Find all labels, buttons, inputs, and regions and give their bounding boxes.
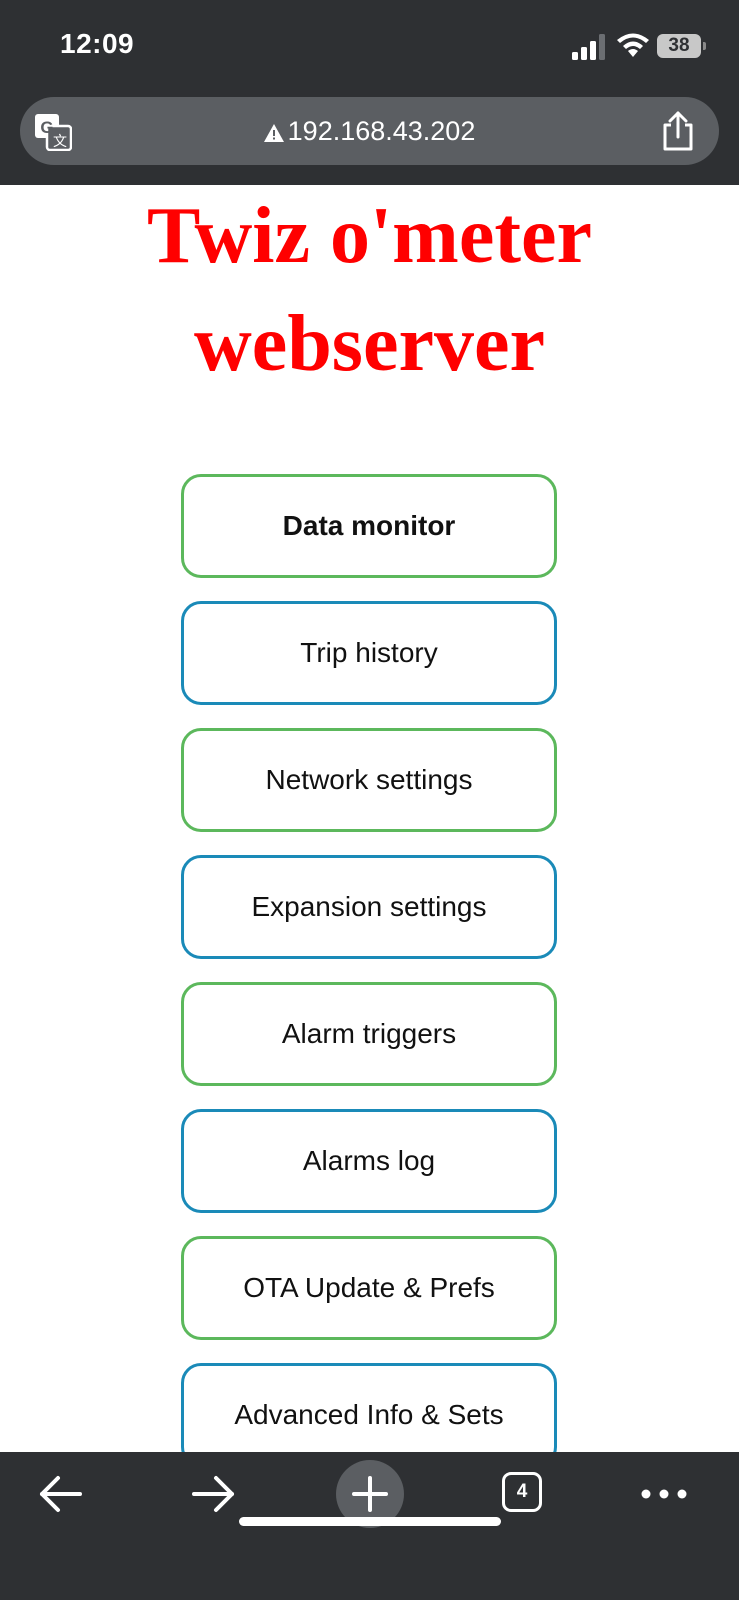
- browser-chrome: G 文 192.168.43.202: [0, 88, 739, 185]
- alarm-triggers-button[interactable]: Alarm triggers: [181, 982, 557, 1086]
- battery-icon: 38: [657, 34, 701, 58]
- url-label: 192.168.43.202: [287, 116, 476, 146]
- more-icon[interactable]: [640, 1482, 688, 1506]
- signal-icon: [572, 34, 605, 60]
- translate-icon[interactable]: G 文: [34, 113, 72, 151]
- status-bar: 12:09 38: [0, 0, 739, 88]
- battery-nub: [703, 42, 706, 50]
- url-text[interactable]: 192.168.43.202: [20, 97, 719, 165]
- plus-icon: [352, 1476, 388, 1512]
- share-icon[interactable]: [660, 111, 696, 151]
- tabs-icon[interactable]: 4: [502, 1472, 542, 1512]
- ota-update-button[interactable]: OTA Update & Prefs: [181, 1236, 557, 1340]
- home-indicator: [239, 1517, 501, 1526]
- status-time: 12:09: [60, 28, 135, 59]
- new-tab-button[interactable]: [336, 1460, 404, 1528]
- trip-history-button[interactable]: Trip history: [181, 601, 557, 705]
- back-arrow-icon[interactable]: [38, 1474, 82, 1514]
- warning-icon: [263, 124, 284, 142]
- bottom-toolbar: 4: [0, 1452, 739, 1600]
- forward-arrow-icon[interactable]: [192, 1474, 236, 1514]
- svg-text:文: 文: [53, 134, 67, 150]
- page-title: Twiz o'meter webserver: [147, 192, 592, 388]
- advanced-info-button[interactable]: Advanced Info & Sets: [181, 1363, 557, 1467]
- wifi-icon: [617, 33, 649, 57]
- main-menu: Data monitor Trip history Network settin…: [181, 474, 557, 1490]
- data-monitor-button[interactable]: Data monitor: [181, 474, 557, 578]
- address-bar[interactable]: G 文 192.168.43.202: [20, 97, 719, 165]
- network-settings-button[interactable]: Network settings: [181, 728, 557, 832]
- expansion-settings-button[interactable]: Expansion settings: [181, 855, 557, 959]
- alarms-log-button[interactable]: Alarms log: [181, 1109, 557, 1213]
- svg-text:G: G: [40, 118, 53, 137]
